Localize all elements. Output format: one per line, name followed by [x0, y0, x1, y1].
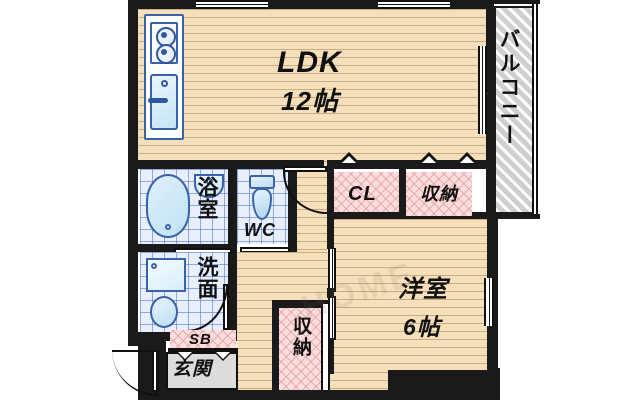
wall-wc-right [288, 160, 297, 252]
bedroom-size-label: 6帖 [403, 314, 441, 340]
wall-cl-left [327, 160, 334, 218]
closet-bottom-label: 収納 [290, 316, 311, 358]
closet-top-door-marker-2-inner [460, 156, 474, 163]
toilet-tank-icon [249, 175, 275, 189]
wash-basin-icon [150, 296, 178, 328]
kitchen-sink-handle [148, 98, 168, 103]
sb-label: SB [189, 331, 212, 348]
balcony-outer-wall [486, 2, 494, 218]
ldk-balcony-door-mullion [482, 46, 483, 134]
ldk-window-right-mullion [378, 4, 450, 5]
wall-bath-right [228, 160, 237, 252]
bedroom-window-mullion [489, 278, 490, 326]
closet-top-door-marker-1-inner [422, 156, 436, 163]
balcony-floor [494, 6, 534, 214]
cl-label: CL [348, 183, 377, 205]
balcony-railing [532, 4, 538, 216]
sb-front-line [168, 348, 238, 352]
bedroom-door-left-mullion [332, 248, 333, 292]
ldk-label: LDK [277, 46, 342, 79]
wall-closet-bottom-top [272, 300, 328, 308]
cl-floor [333, 172, 399, 216]
wall-top [128, 0, 488, 9]
wall-cl-top [327, 160, 488, 169]
ldk-size-label: 12帖 [281, 86, 339, 116]
wall-left-lower [128, 168, 138, 346]
genkan-label: 玄関 [172, 359, 213, 380]
ldk-window-left-mullion [196, 4, 268, 5]
bathroom-label: 浴室 [195, 176, 218, 220]
wall-bottom-room [388, 368, 500, 400]
bedroom-label: 洋室 [398, 276, 448, 303]
wall-bedroom-left-mid [327, 288, 334, 298]
balcony-label: バルコニー [497, 28, 520, 148]
balcony-bottom-cap [486, 214, 540, 219]
closet-top-floor [406, 172, 472, 216]
sb-floor [170, 330, 236, 348]
ldk-floor [138, 9, 486, 168]
toilet-bowl-icon [252, 188, 272, 220]
genkan-step-marker-2-inner [216, 352, 230, 359]
wall-bottom-genkan [138, 390, 388, 400]
ldk-hall-door[interactable] [283, 166, 327, 172]
wall-cl-mid [399, 166, 406, 218]
kitchen-faucet-icon [161, 80, 168, 87]
wall-bedroom-left-lower [327, 338, 334, 374]
genkan-hall-floor [240, 340, 272, 390]
stove-burner-2 [156, 44, 176, 64]
bedroom-door-left-2-mullion [332, 296, 333, 340]
bath-vanity-faucet-icon [206, 178, 213, 185]
balcony-top-cap [486, 0, 540, 4]
wall-left-upper [128, 0, 138, 168]
closet-bottom-door[interactable] [321, 304, 330, 390]
cl-door-marker-inner [342, 156, 356, 163]
entrance-door-swing-arc [112, 350, 158, 396]
bedroom-floor [334, 219, 487, 370]
wc-label: WC [244, 220, 276, 240]
washer-inner-circle [151, 263, 157, 269]
wall-bedroom-left-upper [327, 219, 334, 249]
closet-top-label: 収納 [420, 184, 458, 204]
bathtub-drain-icon [165, 224, 171, 230]
closet-bottom-floor [279, 308, 323, 390]
genkan-step-marker-1-inner [178, 352, 192, 359]
wall-senmen-right [228, 252, 237, 340]
bath-vanity-icon [194, 174, 224, 198]
wall-closet-bottom-left [272, 300, 279, 390]
